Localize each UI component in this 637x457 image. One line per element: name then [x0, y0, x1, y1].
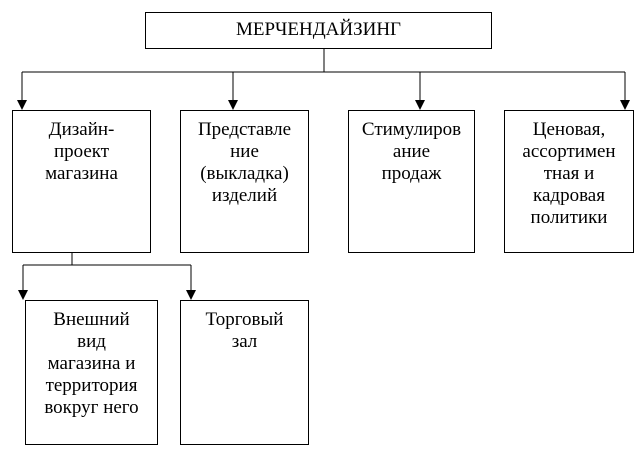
arrowhead-exterior	[18, 290, 28, 300]
display-label: Представле ние (выкладка) изделий	[197, 119, 292, 206]
box-store-exterior: Внешний вид магазина и территория вокруг…	[25, 300, 158, 445]
box-sales-hall: Торговый зал	[180, 300, 309, 445]
policies-label: Ценовая, ассортимен тная и кадровая поли…	[522, 119, 616, 228]
arrowhead-hall	[186, 290, 196, 300]
sales-promotion-label: Стимулиров ание продаж	[361, 119, 462, 184]
arrowhead-design	[17, 100, 27, 110]
arrowhead-promotion	[415, 100, 425, 110]
box-display: Представле ние (выкладка) изделий	[180, 110, 309, 253]
root-label: МЕРЧЕНДАЙЗИНГ	[235, 19, 402, 40]
arrowhead-policy	[620, 100, 630, 110]
sales-hall-label: Торговый зал	[205, 309, 284, 352]
box-policies: Ценовая, ассортимен тная и кадровая поли…	[504, 110, 634, 253]
box-design-project: Дизайн- проект магазина	[12, 110, 151, 253]
box-sales-promotion: Стимулиров ание продаж	[348, 110, 475, 253]
root-box-merchandising: МЕРЧЕНДАЙЗИНГ	[145, 12, 492, 49]
design-project-label: Дизайн- проект магазина	[45, 119, 118, 184]
arrowhead-display	[228, 100, 238, 110]
store-exterior-label: Внешний вид магазина и территория вокруг…	[44, 309, 139, 418]
